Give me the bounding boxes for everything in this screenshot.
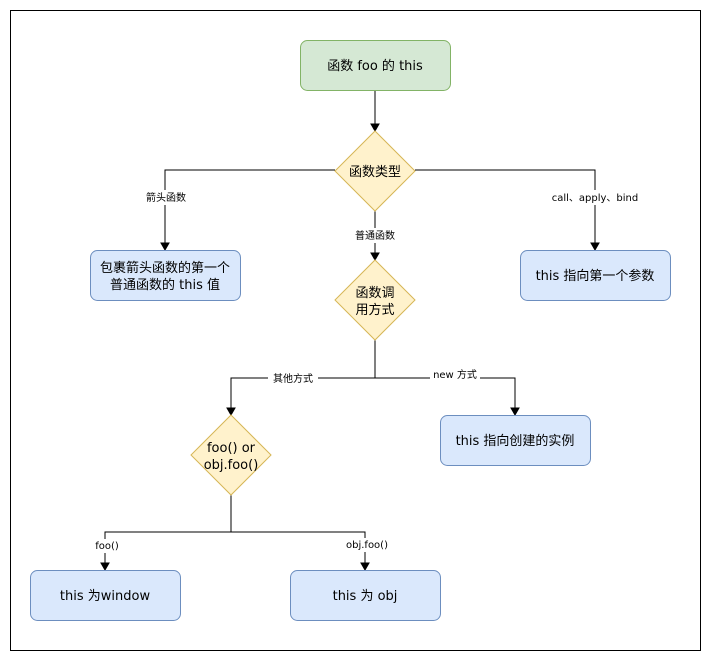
function-type-label: 函数类型: [349, 165, 401, 180]
foo-or-obj-label-line2: obj.foo(): [204, 458, 259, 473]
invocation-decision: 函数调 用方式: [334, 259, 416, 341]
function-type-decision: 函数类型: [334, 130, 416, 212]
edge-label-new-way: new 方式: [433, 368, 477, 381]
arrowhead-foo-or-obj: [226, 407, 236, 417]
arrow-result-label-line2: 普通函数的 this 值: [110, 277, 220, 293]
invocation-label-line1: 函数调: [355, 286, 394, 301]
foo-or-obj-label-line1: foo() or: [207, 441, 256, 456]
edge-label-obj-foo-call: obj.foo(): [346, 540, 388, 551]
arrowhead-arrow-result: [160, 242, 170, 252]
arrow-result-label-line1: 包裹箭头函数的第一个: [100, 260, 230, 276]
foo-or-obj-decision: foo() or obj.foo(): [190, 414, 272, 496]
new-result-label: this 指向创建的实例: [456, 433, 575, 449]
window-result-label: this 为window: [60, 589, 151, 604]
obj-result-label: this 为 obj: [333, 589, 398, 604]
edge-invocation-to-new-result: [375, 377, 516, 408]
arrowhead-type: [370, 123, 380, 133]
edge-label-arrow-function: 箭头函数: [146, 191, 186, 204]
edge-type-to-arrow-result: [164, 169, 335, 243]
arrowhead-call-result: [590, 242, 600, 252]
arrowhead-invocation: [370, 252, 380, 262]
edge-labels: 箭头函数 普通函数 call、apply、bind 其他方式 new 方式 fo…: [92, 190, 641, 553]
nodes: 函数 foo 的 this 函数类型 包裹箭头函数的第一个 普通函数的 this…: [30, 40, 671, 621]
arrowhead-obj: [360, 562, 370, 572]
arrowhead-new-result: [510, 407, 520, 417]
edge-label-normal-function: 普通函数: [355, 229, 395, 242]
diagram-frame: [10, 10, 701, 651]
new-result-node: this 指向创建的实例: [440, 415, 591, 466]
edge-type-to-call-result: [415, 169, 596, 243]
edge-label-foo-call: foo(): [95, 541, 119, 552]
arrowhead-window: [100, 562, 110, 572]
edge-label-call-apply-bind: call、apply、bind: [552, 193, 639, 204]
start-node: 函数 foo 的 this: [300, 40, 451, 91]
edge-label-other-ways: 其他方式: [273, 372, 313, 385]
start-node-label: 函数 foo 的 this: [327, 58, 423, 74]
edge-foo-or-obj-to-obj: [231, 531, 366, 563]
obj-result-node: this 为 obj: [290, 570, 441, 621]
call-result-label: this 指向第一个参数: [536, 268, 655, 284]
call-result-node: this 指向第一个参数: [520, 250, 671, 301]
arrow-function-result-node: 包裹箭头函数的第一个 普通函数的 this 值: [90, 250, 241, 301]
invocation-label-line2: 用方式: [355, 302, 394, 318]
window-result-node: this 为window: [30, 570, 181, 621]
